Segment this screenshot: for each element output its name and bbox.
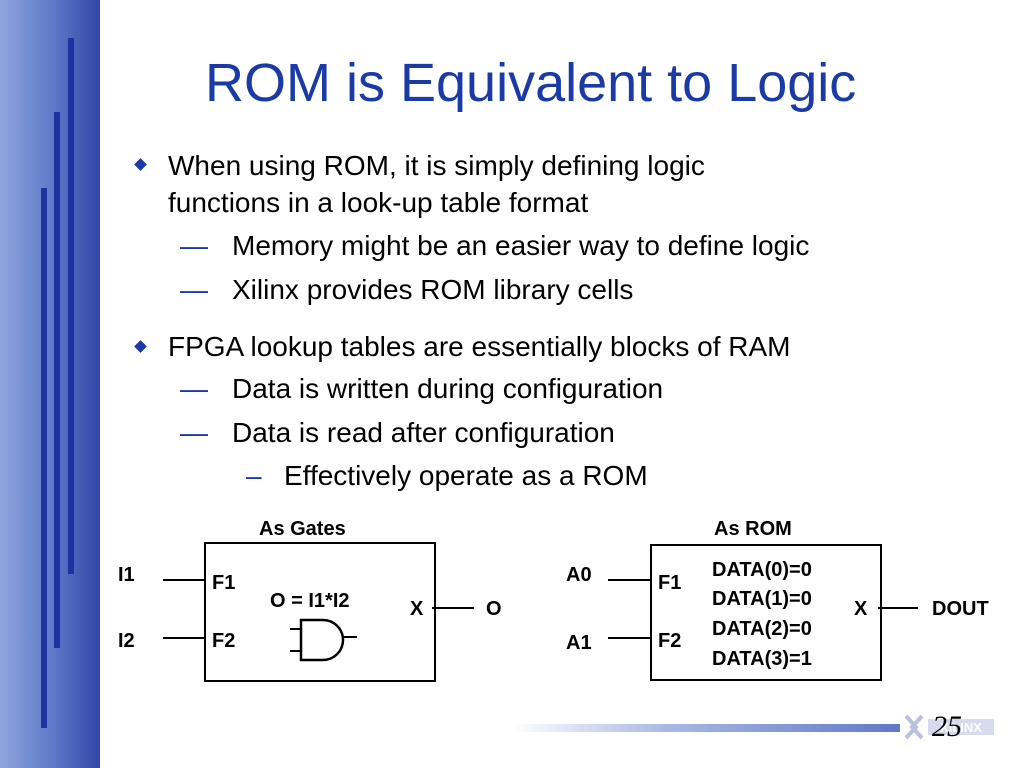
gates-equation: O = I1*I2 bbox=[270, 590, 350, 612]
gates-output-wire bbox=[432, 607, 474, 609]
rom-data-0: DATA(0)=0 bbox=[712, 559, 812, 581]
bullet-1-line-1: When using ROM, it is simply defining lo… bbox=[168, 150, 705, 181]
rom-input-a1-wire bbox=[608, 637, 650, 639]
sub-sub-bullet-2-1: Effectively operate as a ROM bbox=[284, 460, 648, 491]
rom-data-1: DATA(1)=0 bbox=[712, 588, 812, 610]
bullet-diamond-icon bbox=[134, 340, 147, 353]
svg-text:XILINX: XILINX bbox=[940, 720, 982, 735]
bullet-2: FPGA lookup tables are essentially block… bbox=[168, 331, 791, 362]
rom-data-3: DATA(3)=1 bbox=[712, 648, 812, 670]
sub-bullet-2-1: Data is written during configuration bbox=[232, 373, 664, 404]
gates-output: O bbox=[486, 598, 502, 620]
sub-bullet-2-2: Data is read after configuration bbox=[232, 417, 615, 448]
rom-port-f1: F1 bbox=[658, 572, 682, 594]
gates-input-2: I2 bbox=[118, 630, 135, 652]
sub-bullet-dash: — bbox=[180, 230, 208, 261]
sidebar-line bbox=[41, 188, 47, 728]
rom-output: DOUT bbox=[932, 598, 989, 620]
sub-bullet-dash: — bbox=[180, 373, 208, 404]
footer-gradient-bar bbox=[512, 724, 900, 732]
xilinx-logo-icon: XILINX bbox=[904, 714, 994, 740]
gates-port-f2: F2 bbox=[212, 630, 236, 652]
sidebar-line bbox=[68, 38, 74, 574]
rom-heading: As ROM bbox=[714, 518, 792, 540]
rom-data-2: DATA(2)=0 bbox=[712, 618, 812, 640]
sub-bullet-dash: — bbox=[180, 417, 208, 448]
gates-input-2-wire bbox=[163, 637, 204, 639]
gates-port-f1: F1 bbox=[212, 572, 236, 594]
slide-title: ROM is Equivalent to Logic bbox=[205, 53, 857, 113]
sub-bullet-1-1: Memory might be an easier way to define … bbox=[232, 230, 810, 261]
rom-input-a0: A0 bbox=[566, 564, 592, 586]
page-number: 25 bbox=[932, 710, 962, 743]
gates-input-1-wire bbox=[163, 579, 204, 581]
bullet-diamond-icon bbox=[134, 158, 147, 171]
sub-bullet-dash: — bbox=[180, 274, 208, 305]
rom-box bbox=[650, 544, 882, 681]
sub-sub-bullet-dash: – bbox=[246, 460, 262, 491]
gates-box bbox=[204, 542, 436, 682]
sidebar-decoration bbox=[0, 0, 100, 768]
sub-bullet-1-2: Xilinx provides ROM library cells bbox=[232, 274, 634, 305]
gates-port-x: X bbox=[410, 598, 424, 620]
bullet-1-line-2: functions in a look-up table format bbox=[168, 187, 589, 218]
sidebar-line bbox=[54, 112, 60, 648]
gates-input-1: I1 bbox=[118, 564, 135, 586]
rom-input-a0-wire bbox=[608, 579, 650, 581]
rom-port-x: X bbox=[854, 598, 868, 620]
and-gate-icon bbox=[290, 618, 357, 662]
rom-port-f2: F2 bbox=[658, 630, 682, 652]
rom-input-a1: A1 bbox=[566, 632, 592, 654]
gates-heading: As Gates bbox=[259, 518, 346, 540]
rom-output-wire bbox=[878, 607, 918, 609]
